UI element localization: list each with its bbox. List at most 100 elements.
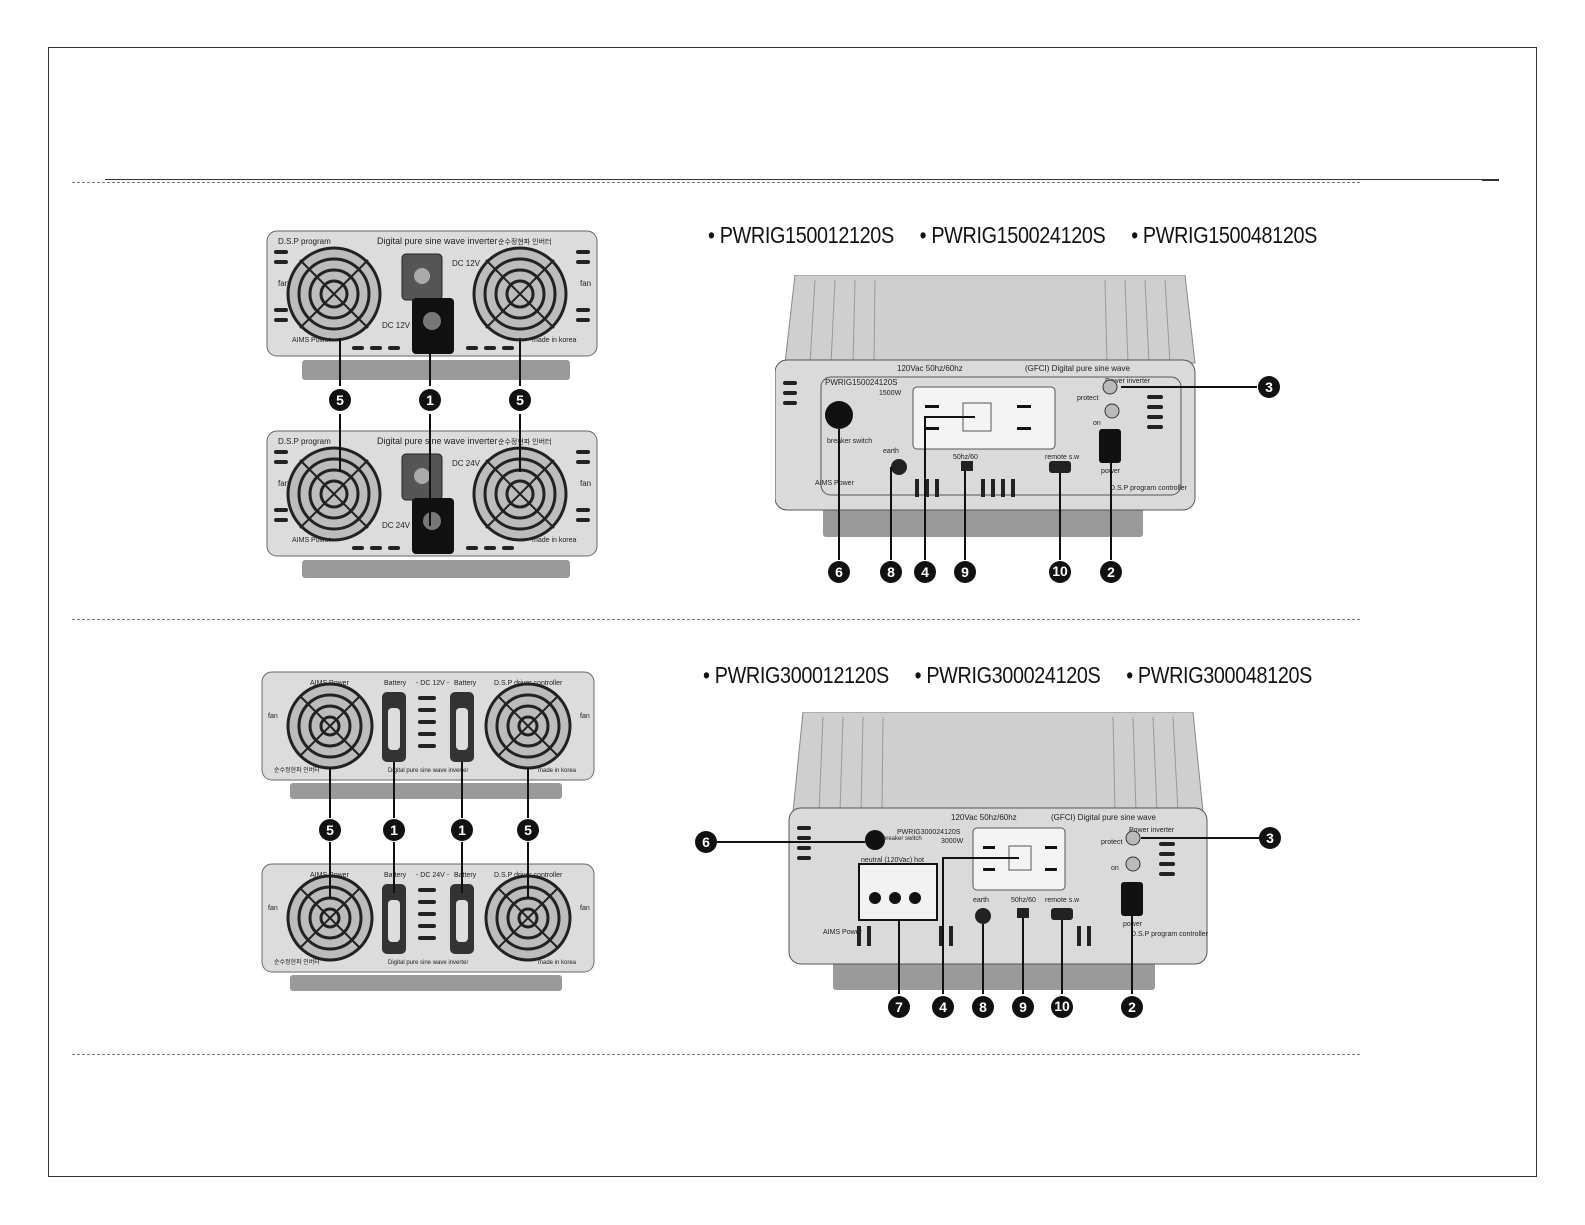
leader-lines — [717, 837, 1259, 994]
label-fan: fan — [268, 713, 278, 720]
label-earth: earth — [973, 897, 989, 904]
power-switch-icon — [1121, 882, 1143, 916]
model-label: • PWRIG300012120S — [703, 662, 889, 688]
label-gfci: (GFCI) Digital pure sine wave — [1051, 813, 1156, 822]
label-fan: fan — [278, 279, 289, 288]
fan-grille-left-icon — [286, 682, 374, 770]
section-divider — [72, 1054, 1360, 1055]
remote-port-icon — [1049, 461, 1071, 473]
vent-slots-bottom — [352, 546, 514, 550]
leader-lines — [838, 386, 1257, 560]
ac-terminal-block — [858, 863, 938, 921]
vent-slots-bottom — [352, 346, 514, 350]
label-terminal: neutral (120Vac) hot — [861, 857, 924, 864]
label-battery: Battery — [384, 872, 407, 879]
label-fan: fan — [268, 905, 278, 912]
callout-badge: 4 — [914, 561, 936, 583]
vent-slots-center — [418, 696, 436, 748]
remote-port-icon — [1051, 908, 1073, 920]
callout-badge: 5 — [319, 819, 341, 841]
label-dc: DC 12V — [452, 259, 481, 268]
callout-badge: 3 — [1259, 827, 1281, 849]
label-on: on — [1093, 420, 1101, 427]
svg-text:2: 2 — [1107, 564, 1115, 580]
inverter-housing — [792, 712, 1204, 813]
earth-terminal-icon — [975, 908, 991, 924]
label-freq: 50hz/60 — [953, 454, 978, 461]
model-label: • PWRIG150012120S — [708, 222, 894, 248]
svg-text:9: 9 — [961, 564, 969, 580]
svg-text:9: 9 — [1019, 999, 1027, 1015]
model-list: • PWRIG150012120S • PWRIG150024120S • PW… — [708, 222, 1317, 249]
housing-fins — [809, 279, 1171, 364]
label-battery: Battery — [454, 872, 477, 879]
vent-slots-bottom — [915, 479, 1015, 497]
callout-badge: 2 — [1121, 996, 1143, 1018]
callout-badge: 9 — [1012, 996, 1034, 1018]
svg-text:5: 5 — [516, 392, 524, 408]
callout-badge: 2 — [1100, 561, 1122, 583]
mounting-bracket — [833, 960, 1155, 990]
label-remote: remote s.w — [1045, 897, 1080, 904]
label-made-in: made in korea — [532, 337, 576, 344]
status-led-icon — [1125, 830, 1141, 846]
svg-text:10: 10 — [1054, 998, 1070, 1014]
mounting-bracket — [302, 360, 570, 380]
mounting-bracket — [290, 783, 562, 799]
label-korean: 순수정현파 인버터 — [274, 958, 320, 966]
label-made-in: made in korea — [532, 537, 576, 544]
label-power-inverter: Power inverter — [1129, 827, 1175, 834]
inverter-rear-unit: AIMS Power Battery - DC 12V - Battery D.… — [261, 671, 595, 799]
svg-text:5: 5 — [326, 822, 334, 838]
model-label: • PWRIG150048120S — [1131, 222, 1318, 248]
label-on: on — [1111, 865, 1119, 872]
section-divider — [72, 182, 1360, 183]
svg-text:6: 6 — [835, 564, 843, 580]
vent-slots-side — [797, 826, 1175, 876]
freq-switch-icon — [961, 461, 973, 471]
label-dsp: D.S.P program — [278, 437, 331, 446]
brand-logo: AIMS Power — [823, 929, 863, 936]
label-fan: fan — [580, 479, 591, 488]
svg-text:8: 8 — [887, 564, 895, 580]
freq-switch-icon — [1017, 908, 1029, 918]
protect-led-icon — [1125, 856, 1141, 872]
label-korean: 순수정현파 인버터 — [498, 237, 551, 246]
svg-text:6: 6 — [702, 834, 710, 850]
label-dc: DC 24V — [452, 459, 481, 468]
label-model: PWRIG300024120S — [897, 829, 961, 836]
terminal-screws-icon — [869, 892, 921, 904]
header-rule-tab — [1482, 179, 1499, 181]
svg-text:4: 4 — [921, 564, 929, 580]
callout-badge: 8 — [880, 561, 902, 583]
fan-grille-right-icon — [484, 682, 572, 770]
dc-panel-1500w-drawing: D.S.P program Digital pure sine wave inv… — [266, 230, 598, 578]
ac-panel-1500w: 120Vac 50hz/60hz (GFCI) Digital pure sin… — [775, 275, 1285, 590]
fan-grille-right-icon — [472, 446, 568, 542]
earth-terminal-icon — [891, 459, 907, 475]
inverter-rear-unit: D.S.P program Digital pure sine wave inv… — [266, 230, 598, 380]
svg-text:7: 7 — [895, 999, 903, 1015]
label-remote: remote s.w — [1045, 454, 1080, 461]
dc-panel-3000w: AIMS Power Battery - DC 12V - Battery D.… — [258, 668, 603, 1003]
vent-slots-center — [418, 888, 436, 940]
label-dsp: D.S.P program — [278, 237, 331, 246]
breaker-switch-icon — [825, 401, 853, 429]
svg-text:10: 10 — [1052, 563, 1068, 579]
svg-text:3: 3 — [1265, 379, 1273, 395]
mounting-bracket — [290, 975, 562, 991]
svg-text:8: 8 — [979, 999, 987, 1015]
callout-badge: 4 — [932, 996, 954, 1018]
svg-text:1: 1 — [458, 822, 466, 838]
label-fan: fan — [580, 279, 591, 288]
callout-badge: 1 — [383, 819, 405, 841]
label-rating: 120Vac 50hz/60hz — [951, 813, 1017, 822]
label-dsp: D.S.P program controller — [1110, 485, 1188, 492]
label-watts: 3000W — [941, 838, 964, 845]
callout-badge: 6 — [828, 561, 850, 583]
label-power-inverter: Power inverter — [1105, 378, 1151, 385]
callout-badge: 5 — [329, 389, 351, 411]
ac-panel-3000w-drawing: 120Vac 50hz/60hz (GFCI) Digital pure sin… — [695, 712, 1281, 1018]
label-korean: 순수정현파 인버터 — [274, 766, 320, 774]
power-switch-icon — [1099, 429, 1121, 463]
